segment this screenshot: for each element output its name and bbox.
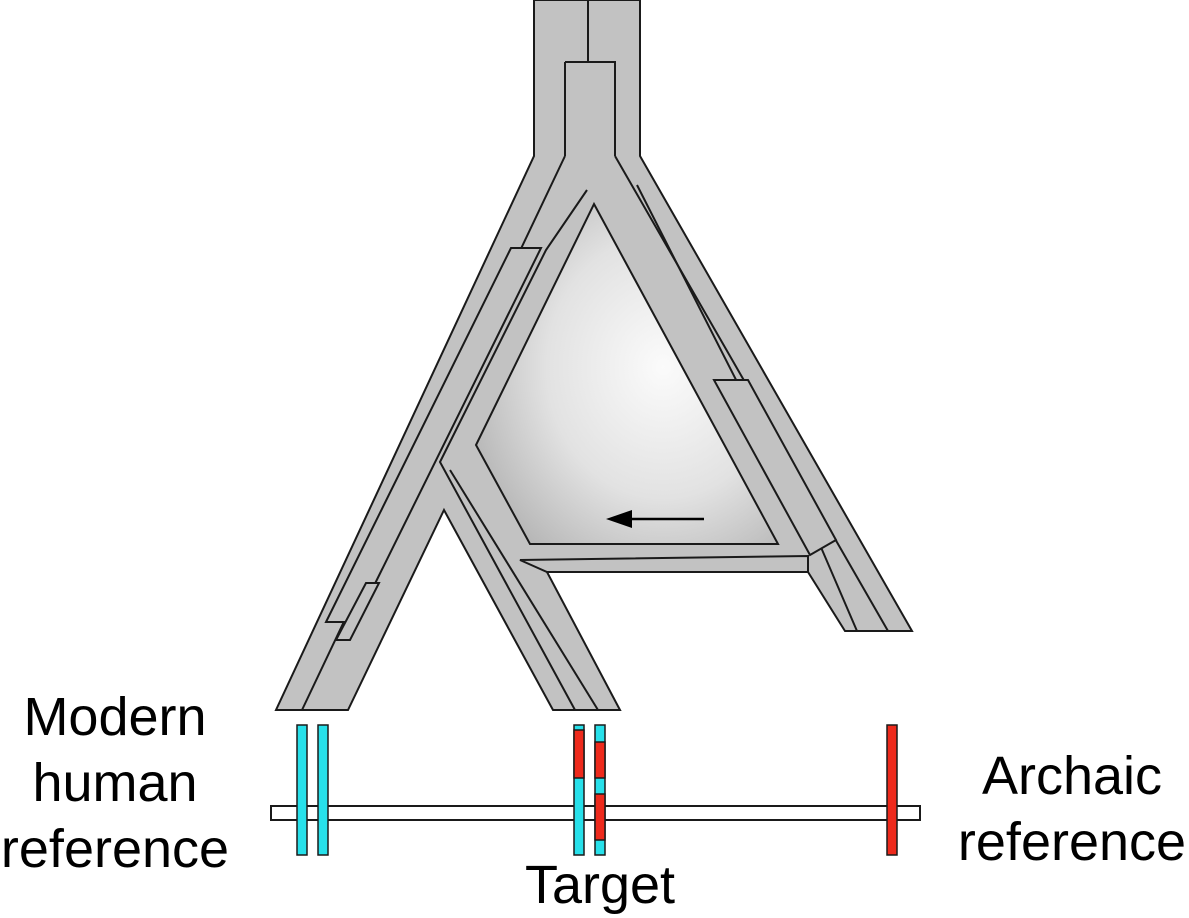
target-lineage bbox=[449, 469, 599, 711]
modern-segment-lower bbox=[334, 582, 381, 641]
modern-reference-label: Modern human reference bbox=[0, 687, 230, 879]
archaic-tract bbox=[594, 793, 606, 841]
target-chromosome bbox=[594, 724, 606, 856]
population-tree bbox=[274, 0, 914, 711]
archaic-segment-block bbox=[712, 379, 838, 557]
modern-chromosome bbox=[296, 724, 308, 856]
modern-chromosome bbox=[317, 724, 329, 856]
target-label: Target bbox=[524, 855, 676, 915]
target-chromosome bbox=[573, 724, 585, 856]
archaic-chromosome bbox=[886, 724, 898, 856]
gene-flow-arrow bbox=[606, 510, 704, 528]
inner-triangle bbox=[474, 201, 780, 545]
archaic-tract bbox=[573, 729, 585, 779]
ancestral-lineage bbox=[564, 0, 616, 156]
archaic-reference-label: Archaic reference bbox=[957, 746, 1187, 872]
target-chromosomes bbox=[573, 724, 606, 856]
modern-reference-chromosomes bbox=[296, 724, 329, 856]
archaic-tract bbox=[594, 741, 606, 779]
gene-flow-bridge bbox=[519, 554, 809, 573]
